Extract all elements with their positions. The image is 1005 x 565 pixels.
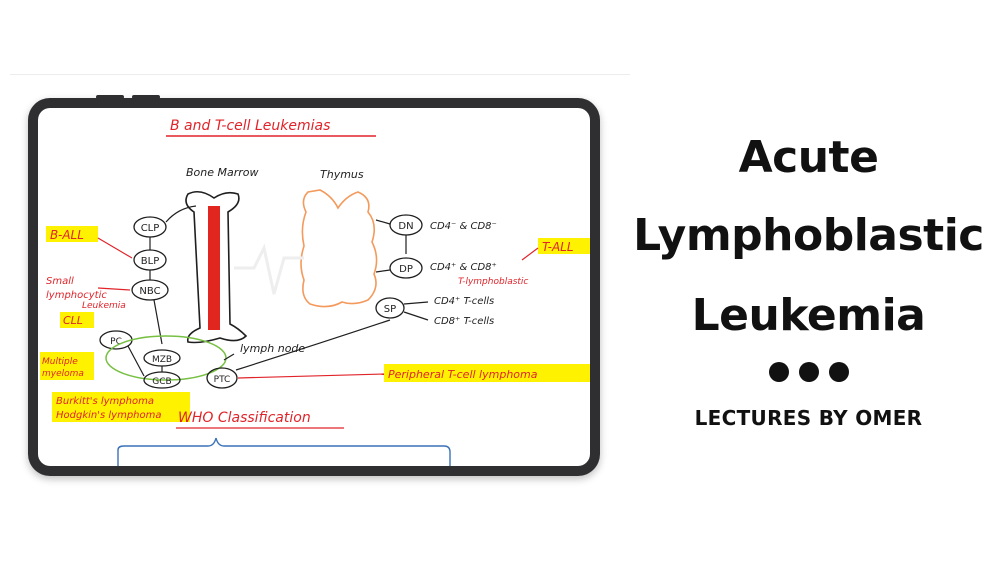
byline: LECTURES BY OMER bbox=[694, 406, 923, 430]
sp-node bbox=[375, 297, 405, 319]
dp-node bbox=[389, 257, 423, 279]
small-lymph-2: lymphocytic bbox=[46, 290, 107, 301]
nbc-label: NBC bbox=[139, 286, 160, 297]
arrow-small-lymph bbox=[97, 287, 131, 291]
cll-highlight bbox=[60, 312, 94, 328]
slide-heading: B and T-cell Leukemias bbox=[170, 118, 330, 134]
small-lymph-3: Leukemia bbox=[82, 301, 126, 311]
small-lymph-1: Small bbox=[46, 276, 74, 287]
multiple-myeloma-highlight bbox=[40, 352, 94, 380]
hodgkin-label: Hodgkin's lymphoma bbox=[56, 410, 162, 421]
arrow-sp-cd4 bbox=[403, 301, 429, 305]
arrow-t-all bbox=[521, 247, 539, 261]
arrow-thymus-dn bbox=[375, 219, 391, 225]
lymph-node-label: lymph node bbox=[240, 342, 305, 355]
title-line-3: Leukemia bbox=[691, 290, 926, 341]
arrow-ptc-peripheral bbox=[237, 373, 385, 379]
bone-marrow-fill bbox=[208, 206, 220, 330]
b-all-label: B-ALL bbox=[50, 228, 84, 242]
clp-label: CLP bbox=[141, 223, 160, 234]
burkitt-label: Burkitt's lymphoma bbox=[56, 396, 154, 407]
arrow-lymph-node bbox=[223, 353, 235, 361]
thymus-label: Thymus bbox=[320, 168, 364, 181]
peripheral-label: Peripheral T-cell lymphoma bbox=[388, 368, 538, 381]
dn-label: DN bbox=[398, 221, 413, 232]
lymph-node-ring bbox=[105, 335, 227, 381]
who-bracket bbox=[117, 437, 451, 466]
ptc-label: PTC bbox=[214, 375, 231, 385]
tablet-screen: B and T-cell Leukemias Bone Marrow Thymu… bbox=[38, 108, 590, 466]
cll-label: CLL bbox=[63, 314, 83, 327]
thymus-icon bbox=[300, 189, 378, 308]
t-all-label: T-ALL bbox=[542, 240, 574, 254]
peripheral-highlight bbox=[384, 364, 590, 382]
multiple-myeloma-1: Multiple bbox=[42, 357, 78, 367]
sp-markers-1: CD4⁺ T-cells bbox=[434, 296, 494, 307]
blp-label: BLP bbox=[141, 256, 159, 267]
lymphoma-highlight bbox=[52, 392, 190, 422]
title-line-2: Lymphoblastic bbox=[633, 210, 984, 261]
gcb-label: GCB bbox=[152, 377, 171, 387]
tablet-frame: B and T-cell Leukemias Bone Marrow Thymu… bbox=[28, 95, 600, 476]
ptc-node bbox=[206, 367, 238, 389]
dp-markers: CD4⁺ & CD8⁺ bbox=[430, 262, 497, 273]
lecture-diagram: B and T-cell Leukemias Bone Marrow Thymu… bbox=[40, 118, 590, 466]
ellipsis-dots bbox=[612, 362, 1005, 382]
arrow-sp-cd8 bbox=[403, 311, 429, 321]
dot bbox=[828, 362, 849, 382]
dot bbox=[768, 362, 789, 382]
pc-label: PC bbox=[110, 337, 122, 347]
dn-markers: CD4⁻ & CD8⁻ bbox=[430, 221, 497, 232]
sp-markers-2: CD8⁺ T-cells bbox=[434, 316, 494, 327]
tablet-button bbox=[132, 95, 160, 99]
who-heading: WHO Classification bbox=[178, 410, 311, 426]
arrow-bone-clp bbox=[165, 205, 197, 223]
b-all-highlight bbox=[46, 226, 98, 242]
arrow-nbc-mzb bbox=[153, 299, 163, 345]
multiple-myeloma-2: myeloma bbox=[42, 369, 84, 379]
arrow-pc-gcb bbox=[127, 345, 145, 377]
mzb-label: MZB bbox=[152, 355, 172, 365]
title-line-1: Acute bbox=[738, 132, 879, 183]
tablet-button bbox=[96, 95, 124, 99]
bone-marrow-label: Bone Marrow bbox=[186, 166, 259, 179]
watermark-pulse bbox=[234, 243, 304, 295]
dot bbox=[798, 362, 819, 382]
t-all-highlight bbox=[538, 238, 590, 254]
dp-label: DP bbox=[399, 264, 413, 275]
arrow-b-all bbox=[97, 237, 133, 259]
dp-subtype: T-lymphoblastic bbox=[458, 277, 528, 287]
arrow-thymus-dp bbox=[375, 269, 391, 273]
top-divider bbox=[10, 74, 630, 75]
arrow-sp-ptc bbox=[235, 319, 391, 371]
sp-label: SP bbox=[384, 304, 396, 315]
bone-icon bbox=[185, 190, 248, 344]
